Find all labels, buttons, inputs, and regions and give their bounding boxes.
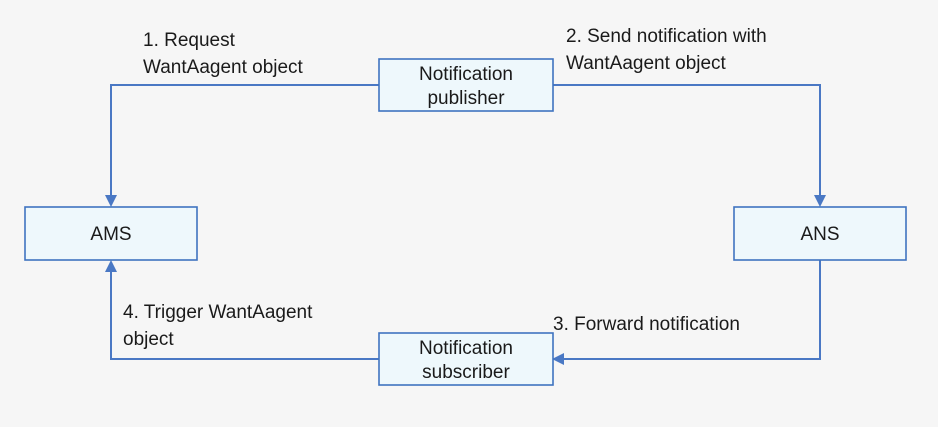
ams-label: AMS [90, 224, 131, 245]
arrowhead-ans-top [814, 195, 826, 207]
subscriber-box [378, 332, 554, 386]
edge-subscriber-to-ams [110, 271, 379, 360]
step4-label-line1: 4. Trigger WantAagent [123, 302, 313, 323]
arrowhead-subscriber-right [552, 353, 564, 365]
edge-label-step3: 3. Forward notification [553, 314, 740, 335]
subscriber-label-line1: Notification [419, 338, 513, 359]
arrowhead-ams-bottom [105, 260, 117, 272]
edge-publisher-to-ans [553, 84, 821, 196]
step2-label-line1: 2. Send notification with [566, 26, 767, 47]
edge-label-step2: 2. Send notification with WantAagent obj… [566, 26, 767, 74]
edges [105, 84, 826, 365]
edge-publisher-to-ams [110, 84, 379, 196]
step2-label-line2: WantAagent object [566, 53, 727, 74]
node-notification-subscriber: Notification subscriber [378, 332, 554, 386]
publisher-label-line2: publisher [427, 88, 505, 109]
step3-label-line1: 3. Forward notification [553, 314, 740, 335]
arrowhead-ams-top [105, 195, 117, 207]
publisher-label-line1: Notification [419, 64, 513, 85]
node-ans: ANS [733, 206, 907, 261]
step1-label-line2: WantAagent object [143, 57, 304, 78]
node-notification-publisher: Notification publisher [378, 58, 554, 112]
ams-box [24, 206, 198, 261]
node-ams: AMS [24, 206, 198, 261]
publisher-box [378, 58, 554, 112]
edge-label-step4: 4. Trigger WantAagent object [123, 302, 313, 350]
ans-label: ANS [800, 224, 839, 245]
step1-label-line1: 1. Request [143, 30, 236, 51]
edge-ans-to-subscriber [563, 260, 821, 360]
ans-box [733, 206, 907, 261]
subscriber-label-line2: subscriber [422, 362, 510, 383]
step4-label-line2: object [123, 329, 174, 350]
edge-label-step1: 1. Request WantAagent object [143, 30, 304, 78]
